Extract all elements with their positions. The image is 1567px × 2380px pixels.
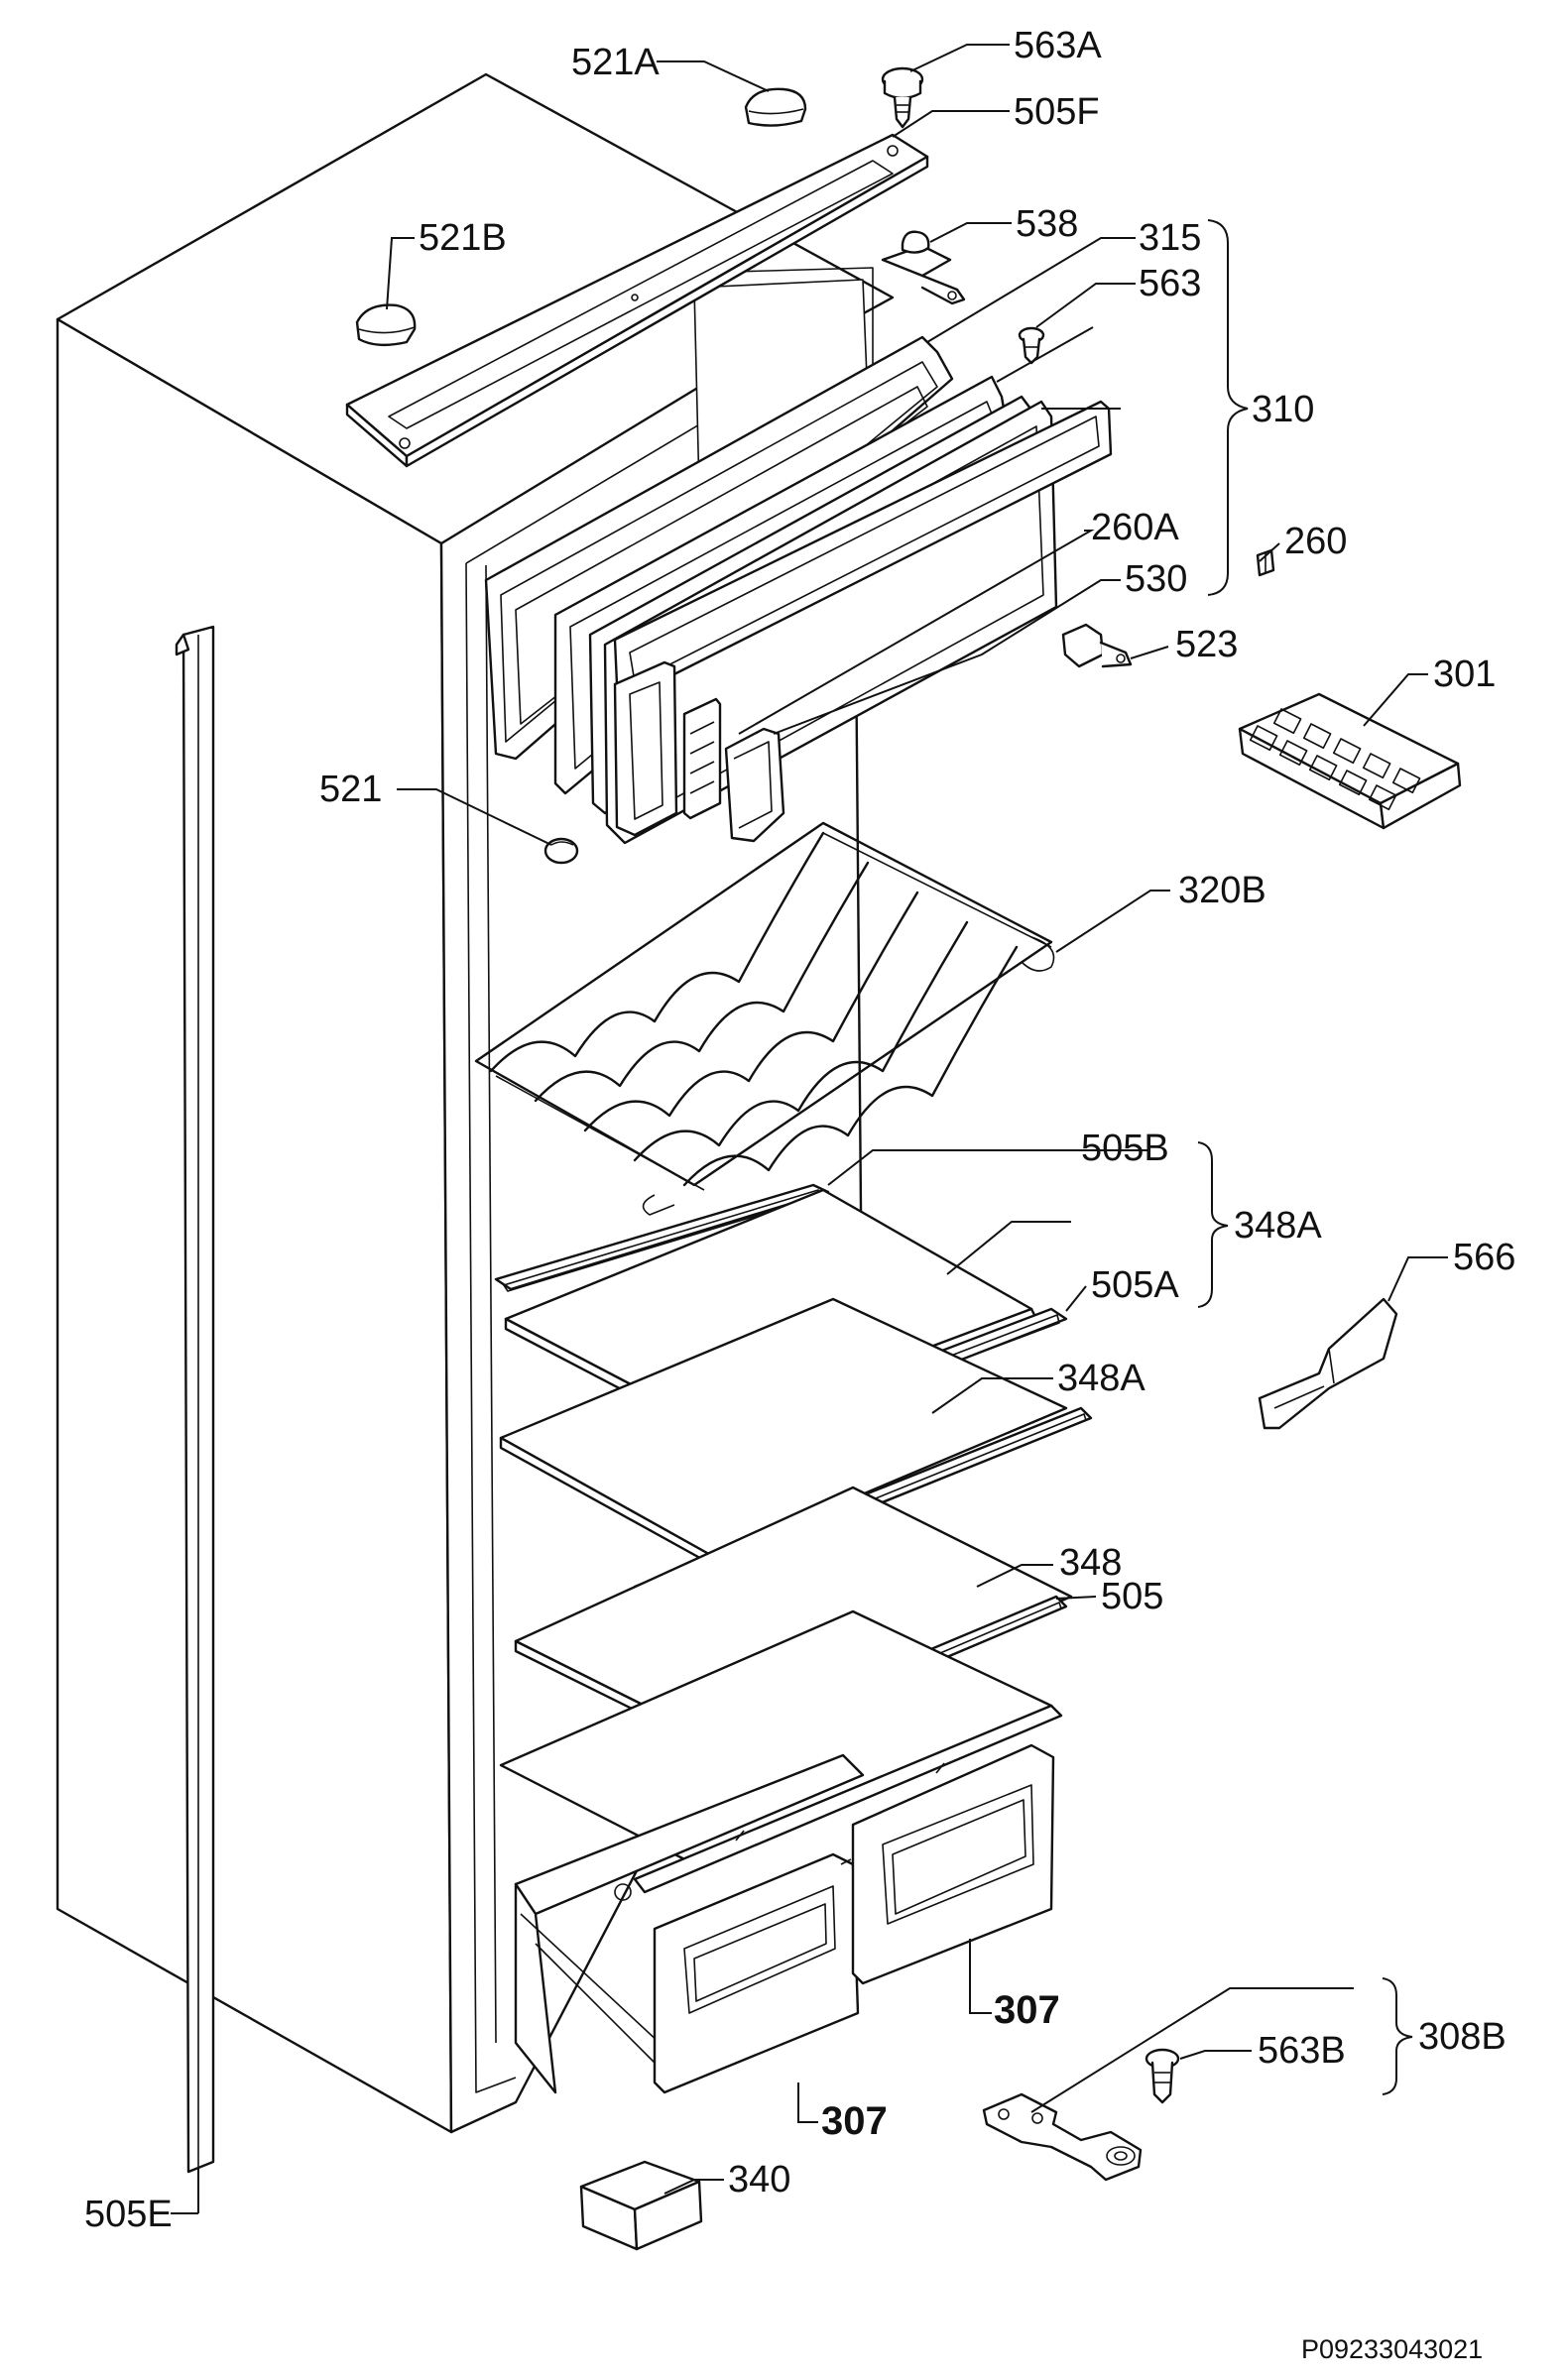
screw-563 [1018,326,1045,365]
cabinet-side [56,317,453,2134]
scraper-566 [1258,1297,1398,1430]
label-563a: 563A [1014,25,1102,66]
label-538: 538 [1016,203,1078,245]
label-563: 563 [1139,263,1201,304]
hinge-308b [982,2092,1143,2182]
label-521b: 521B [419,217,507,259]
part-523 [1061,623,1133,668]
reference-code: P09233043021 [1301,2334,1483,2364]
label-308b: 308B [1418,2016,1507,2058]
shelf-lower [499,1609,1063,1894]
bracket-538 [881,230,966,305]
plug-521 [543,837,579,865]
label-563b: 563B [1258,2030,1346,2072]
label-260a: 260A [1091,507,1179,548]
cap-521a [744,87,807,127]
label-320b: 320B [1178,870,1266,911]
label-505a: 505A [1091,1264,1179,1306]
brace-310 [1207,219,1249,596]
brace-348a [1197,1141,1229,1308]
freezer-door-assembly [484,335,1113,845]
wine-rack-320b [474,821,1055,1216]
block-340 [579,2160,703,2251]
label-301: 301 [1433,654,1496,695]
label-307-left: 307 [821,2099,888,2143]
label-348a-top: 348A [1234,1205,1322,1247]
label-505e: 505E [84,2194,173,2235]
label-348a-middle: 348A [1057,1358,1145,1399]
screw-563b [1145,2048,1180,2104]
drawers-307 [514,1743,1055,2094]
labels: 521A 563A 505F 521B 538 315 563 310 260A… [84,25,1515,2364]
label-307-right: 307 [994,1988,1060,2032]
brace-308b [1382,1977,1413,2095]
ice-tray-301 [1238,692,1462,830]
label-505: 505 [1101,1576,1163,1617]
label-523: 523 [1175,624,1238,665]
trim-505f [345,133,929,468]
label-505b: 505B [1081,1128,1169,1169]
label-505f: 505F [1014,91,1100,133]
cap-521b [355,303,417,347]
label-566: 566 [1453,1237,1515,1278]
strip-505e [171,625,215,2214]
label-310: 310 [1252,389,1314,430]
label-260: 260 [1284,521,1347,562]
screw-563a [881,66,924,129]
label-530: 530 [1125,558,1187,600]
clip-260 [1256,548,1275,577]
label-340: 340 [728,2159,790,2201]
label-521a: 521A [571,42,660,83]
label-315: 315 [1139,217,1201,259]
label-348: 348 [1059,1542,1122,1584]
label-521: 521 [319,769,382,810]
leader-lines [386,44,1448,2195]
